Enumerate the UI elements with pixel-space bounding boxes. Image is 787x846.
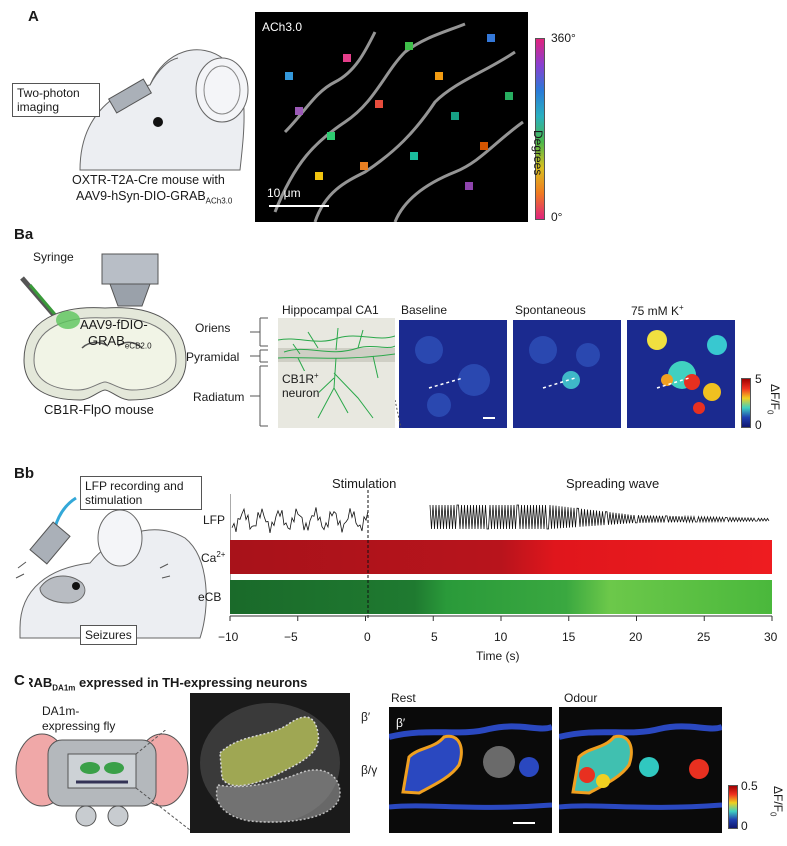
condition-high-k-label: 75 mM K+ — [631, 303, 684, 318]
ba-colorbar-label: ΔF/F0 — [765, 384, 782, 415]
ca-signal-bar — [230, 540, 772, 574]
row-label-ecb: eCB — [198, 590, 222, 604]
ach-scale-bar-label: 10 μm — [267, 186, 301, 200]
layer-radiatum-label: Radiatum — [193, 390, 245, 404]
degrees-colorbar — [535, 38, 545, 220]
fly-head-illustration — [15, 730, 191, 831]
virus-line1: AAV9-fDIO- — [80, 317, 148, 332]
virus-line2: GRABeCB2.0 — [88, 333, 152, 351]
heatmap-high-k — [627, 320, 735, 428]
fly-label-line2: expressing fly — [42, 719, 116, 733]
ach-image-title: ACh3.0 — [262, 20, 303, 34]
heatmap-spontaneous — [513, 320, 621, 428]
panel-a-caption-line2: AAV9-hSyn-DIO-GRABACh3.0 — [76, 189, 233, 206]
tick-label: 0 — [364, 630, 371, 644]
layer-brackets — [250, 317, 268, 427]
tick-label: 15 — [562, 630, 576, 644]
c-colorbar-max: 0.5 — [741, 779, 758, 793]
panel-ba-letter: Ba — [14, 226, 34, 243]
lfp-recording-label: LFP recording and stimulation — [80, 476, 202, 510]
c-colorbar-min: 0 — [741, 819, 748, 833]
delta-f-colorbar-c — [728, 785, 738, 829]
c-colorbar-label: ΔF/F0 — [768, 786, 785, 817]
mouse-head-illustration — [79, 49, 249, 171]
lobe-beta-gamma-label: β/γ — [361, 763, 378, 777]
heatmap-baseline — [399, 320, 507, 428]
stimulation-label: Stimulation — [332, 476, 397, 491]
condition-rest-label: Rest — [391, 691, 416, 705]
ecb-signal-bar — [230, 580, 772, 614]
beta-prime-in-image-label: β′ — [396, 716, 406, 730]
two-photon-imaging-label: Two-photon imaging — [12, 83, 100, 117]
seizures-label: Seizures — [80, 625, 137, 645]
delta-f-colorbar-ba — [741, 378, 751, 428]
spreading-wave-label: Spreading wave — [566, 476, 660, 491]
tick-label: 25 — [697, 630, 711, 644]
condition-odour-label: Odour — [564, 691, 598, 705]
cb1r-flpo-mouse-label: CB1R-FlpO mouse — [44, 402, 154, 417]
tick-label: 5 — [431, 630, 438, 644]
tick-label: 20 — [629, 630, 643, 644]
time-axis — [229, 615, 773, 621]
tick-label: 10 — [494, 630, 508, 644]
cb1r-neuron-label: CB1R+ — [282, 371, 319, 386]
row-label-ca: Ca2+ — [201, 550, 226, 565]
panel-c-title: GRABDA1m expressed in TH-expressing neur… — [14, 675, 308, 693]
degrees-colorbar-bottom: 0° — [551, 210, 563, 224]
lfp-trace — [230, 494, 770, 614]
heatmap-odour — [559, 707, 722, 833]
degrees-colorbar-label: Degrees — [531, 130, 545, 176]
hippocampal-ca1-title: Hippocampal CA1 — [282, 303, 379, 317]
seizing-mouse-illustration — [15, 496, 207, 639]
panel-a-caption-line1: OXTR-T2A-Cre mouse with — [72, 173, 225, 187]
ba-colorbar-max: 5 — [755, 372, 762, 386]
lobe-beta-prime-label: β′ — [361, 710, 371, 724]
heatmap-rest — [389, 707, 552, 833]
tick-label: −5 — [284, 630, 298, 644]
condition-baseline-label: Baseline — [401, 303, 448, 317]
zoom-guide-line — [395, 400, 402, 429]
time-tick-labels: −10 −5 0 5 10 15 20 25 30 — [218, 630, 787, 646]
layer-oriens-label: Oriens — [195, 321, 231, 335]
fly-lobe-image — [190, 693, 350, 833]
time-axis-label: Time (s) — [476, 649, 520, 663]
row-label-lfp: LFP — [203, 513, 226, 527]
panel-c-letter: C — [14, 672, 29, 689]
tick-label: −10 — [218, 630, 239, 644]
tick-label: 30 — [764, 630, 778, 644]
cb1r-neuron-label2: neuron — [282, 386, 320, 400]
syringe-label: Syringe — [33, 250, 74, 264]
degrees-colorbar-top: 360° — [551, 31, 576, 45]
panel-bb-letter: Bb — [14, 465, 34, 482]
brain-slice-illustration — [20, 253, 187, 401]
fly-label-line1: DA1m- — [42, 704, 80, 718]
panel-a-letter: A — [28, 8, 39, 25]
layer-pyramidal-label: Pyramidal — [186, 350, 240, 364]
ach-image — [255, 12, 528, 222]
ba-colorbar-min: 0 — [755, 418, 762, 432]
stimulation-marker — [367, 490, 369, 618]
condition-spontaneous-label: Spontaneous — [515, 303, 586, 317]
